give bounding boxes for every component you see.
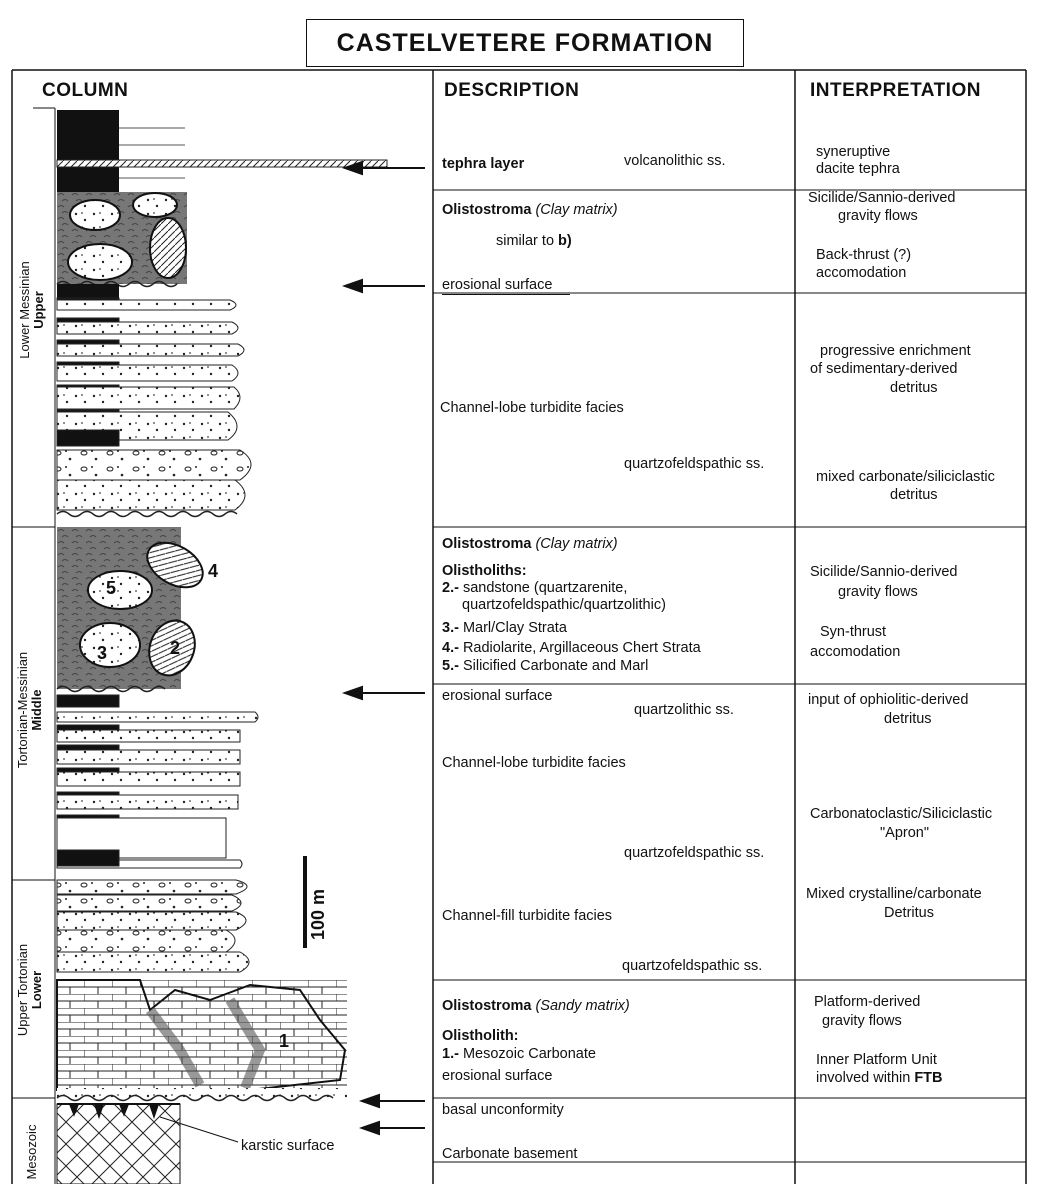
interp-apron-1: Carbonatoclastic/Siliciclastic: [810, 806, 993, 822]
channel-fill-text: Channel-fill turbidite facies: [442, 908, 613, 924]
interp-gravity-flows-2: gravity flows: [838, 584, 918, 600]
interp-inner-platform: Inner Platform Unit: [816, 1052, 937, 1068]
interp-synthrust: Syn-thrust: [820, 624, 887, 640]
olistolith-5-desc: 5.- Silicified Carbonate and Marl: [442, 658, 649, 674]
description-header: DESCRIPTION: [444, 80, 580, 101]
interp-crystalline-2: Detritus: [884, 905, 934, 921]
interp-apron-2: "Apron": [880, 825, 929, 841]
quartzofeldspathic-2-text: quartzofeldspathic ss.: [624, 845, 765, 861]
interp-ophiolitic-1: input of ophiolitic-derived: [808, 692, 969, 708]
interp-progressive-1: progressive enrichment: [820, 343, 971, 359]
figure-title: CASTELVETERE FORMATION: [306, 19, 744, 67]
table-frame: [11, 69, 1027, 1184]
channel-lobe-1-text: Channel-lobe turbidite facies: [440, 400, 624, 416]
interp-platform-1: Platform-derived: [814, 994, 921, 1010]
erosional-surface-2-text: erosional surface: [442, 688, 553, 704]
erosional-surface-3-text: erosional surface: [442, 1068, 553, 1084]
strat-column: [56, 110, 388, 1184]
olistolith-2-desc-cont: quartzofeldspathic/quartzolithic): [462, 597, 666, 613]
boundary-arrows: [341, 160, 425, 1136]
age-mesozoic: Mesozoic: [24, 1124, 39, 1180]
carbonate-basement-text: Carbonate basement: [442, 1146, 578, 1162]
interp-syneruptive: syneruptive: [816, 144, 891, 160]
channel-lobe-2-text: Channel-lobe turbidite facies: [442, 755, 626, 771]
interp-crystalline-1: Mixed crystalline/carbonate: [806, 886, 982, 902]
interp-platform-2: gravity flows: [822, 1013, 902, 1029]
quartzolithic-text: quartzolithic ss.: [634, 702, 734, 718]
karstic-surface-label: karstic surface: [241, 1138, 335, 1154]
interp-accomodation-1: accomodation: [816, 265, 907, 281]
interp-involved-ftb: involved within FTB: [816, 1070, 943, 1086]
olistolith-3-desc: 3.- Marl/Clay Strata: [442, 620, 567, 636]
volcanolithic-text: volcanolithic ss.: [624, 153, 726, 169]
interpretation-header: INTERPRETATION: [810, 80, 981, 101]
olistolith-1-label: 1: [279, 1031, 290, 1051]
interp-progressive-2: of sedimentary-derived: [810, 361, 958, 377]
olistostroma-3-text: Olistostroma (Sandy matrix): [442, 998, 630, 1014]
tephra-layer-text: tephra layer: [442, 156, 525, 172]
olistolith-4-label: 4: [208, 561, 219, 581]
olistolith-4-desc: 4.- Radiolarite, Argillaceous Chert Stra…: [442, 640, 701, 656]
quartzofeldspathic-3-text: quartzofeldspathic ss.: [622, 958, 763, 974]
interp-accomodation-2: accomodation: [810, 644, 901, 660]
olistolith-5-label: 5: [106, 578, 117, 598]
column-header: COLUMN: [42, 80, 129, 101]
interp-progressive-3: detritus: [890, 380, 938, 396]
olistolith-heading: Olistholith:: [442, 1028, 519, 1044]
interp-ophiolitic-2: detritus: [884, 711, 932, 727]
interp-sicilide-2: Sicilide/Sannio-derived: [810, 564, 958, 580]
olistolith-2-desc: 2.- sandstone (quartzarenite,: [442, 580, 628, 596]
olistolith-3-label: 3: [97, 643, 108, 663]
quartzofeldspathic-1-text: quartzofeldspathic ss.: [624, 456, 765, 472]
interp-dacite-tephra: dacite tephra: [816, 161, 900, 177]
interp-sicilide-1: Sicilide/Sannio-derived: [808, 190, 956, 206]
olistoliths-heading: Olistholiths:: [442, 563, 527, 579]
olistostroma-2-text: Olistostroma (Clay matrix): [442, 536, 618, 552]
olistolith-2-label: 2: [170, 638, 181, 658]
interp-backthrust: Back-thrust (?): [816, 247, 912, 263]
erosional-surface-1-text: erosional surface: [442, 277, 571, 295]
olistolith-1-desc: 1.- Mesozoic Carbonate: [442, 1046, 596, 1062]
similar-to-b-text: similar to b): [496, 233, 572, 249]
interp-gravity-flows-1: gravity flows: [838, 208, 918, 224]
scale-bar-label: 100 m: [308, 888, 328, 940]
interp-mixed-1: mixed carbonate/siliciclastic: [816, 469, 995, 485]
olistostroma-1-text: Olistostroma (Clay matrix): [442, 202, 618, 218]
interp-mixed-2: detritus: [890, 487, 938, 503]
basal-unconformity-text: basal unconformity: [442, 1102, 564, 1118]
